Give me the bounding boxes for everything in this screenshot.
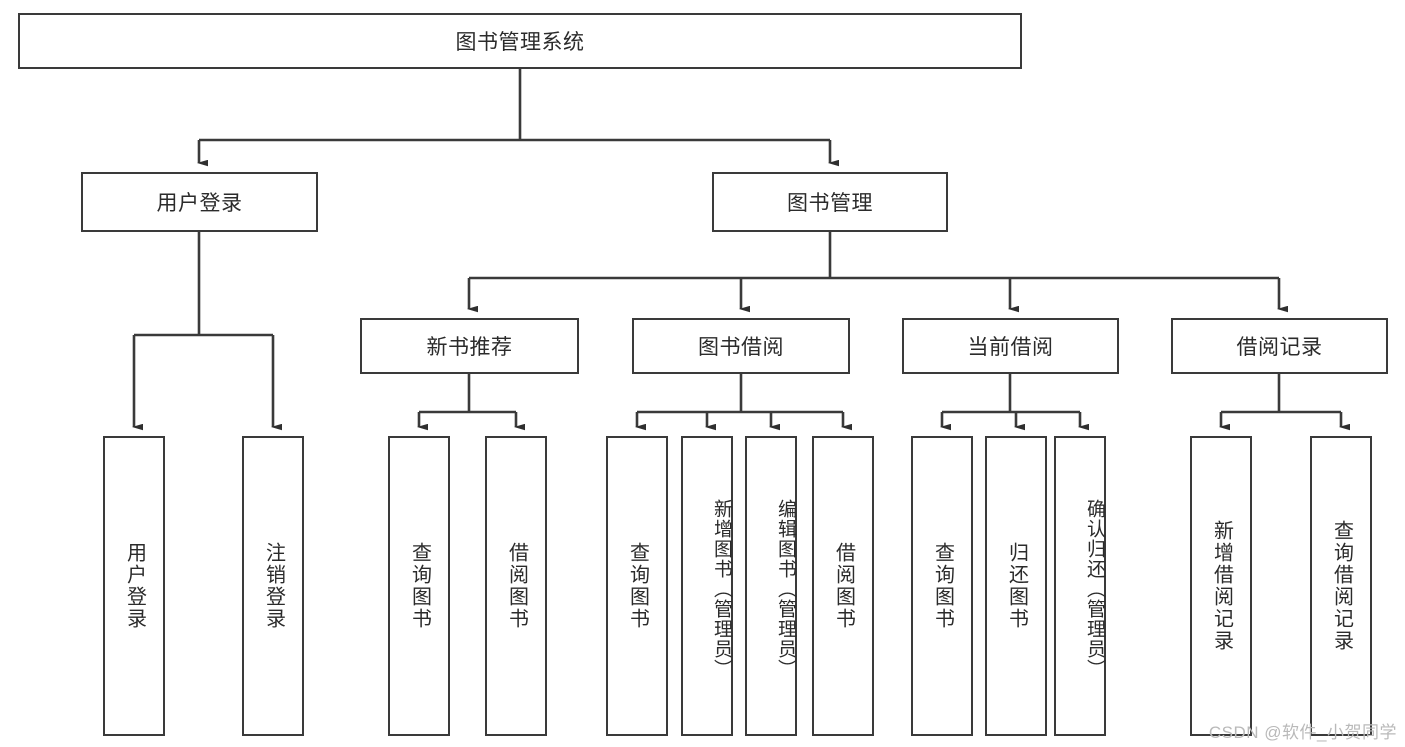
leaf-logout-label: 注销登录 [262, 542, 285, 630]
leaf-edit-book[interactable]: 编辑图书（管理员） [745, 436, 797, 736]
leaf-confirm-return-label: 确认归还（管理员） [1084, 499, 1105, 679]
leaf-add-book-label: 新增图书（管理员） [711, 499, 732, 679]
leaf-borrow-book-2-label: 借阅图书 [832, 542, 855, 630]
node-new-book-rec-label: 新书推荐 [426, 336, 513, 359]
node-current-borrow[interactable]: 当前借阅 [902, 318, 1119, 374]
leaf-add-book[interactable]: 新增图书（管理员） [681, 436, 733, 736]
leaf-query-book-2[interactable]: 查询图书 [606, 436, 668, 736]
node-book-manage[interactable]: 图书管理 [712, 172, 948, 232]
leaf-query-record-label: 查询借阅记录 [1330, 520, 1353, 652]
leaf-add-record-label: 新增借阅记录 [1210, 520, 1233, 652]
leaf-edit-book-label: 编辑图书（管理员） [775, 499, 796, 679]
node-user-login[interactable]: 用户登录 [81, 172, 318, 232]
node-book-borrow[interactable]: 图书借阅 [632, 318, 850, 374]
node-borrow-record[interactable]: 借阅记录 [1171, 318, 1388, 374]
node-borrow-record-label: 借阅记录 [1236, 336, 1323, 359]
leaf-return-book-label: 归还图书 [1005, 542, 1028, 630]
leaf-borrow-book-1-label: 借阅图书 [505, 542, 528, 630]
leaf-add-record[interactable]: 新增借阅记录 [1190, 436, 1252, 736]
watermark: CSDN @软件_小贺同学 [1208, 723, 1397, 742]
node-root-label: 图书管理系统 [455, 31, 585, 54]
node-new-book-rec[interactable]: 新书推荐 [360, 318, 579, 374]
leaf-query-book-2-label: 查询图书 [626, 542, 649, 630]
leaf-query-record[interactable]: 查询借阅记录 [1310, 436, 1372, 736]
node-user-login-label: 用户登录 [156, 192, 243, 215]
leaf-query-book-1[interactable]: 查询图书 [388, 436, 450, 736]
node-current-borrow-label: 当前借阅 [967, 336, 1054, 359]
leaf-borrow-book-1[interactable]: 借阅图书 [485, 436, 547, 736]
leaf-query-book-1-label: 查询图书 [408, 542, 431, 630]
node-book-borrow-label: 图书借阅 [698, 336, 784, 359]
leaf-confirm-return[interactable]: 确认归还（管理员） [1054, 436, 1106, 736]
leaf-query-book-3-label: 查询图书 [931, 542, 954, 630]
leaf-user-login-label: 用户登录 [123, 542, 146, 630]
leaf-borrow-book-2[interactable]: 借阅图书 [812, 436, 874, 736]
leaf-return-book[interactable]: 归还图书 [985, 436, 1047, 736]
leaf-user-login[interactable]: 用户登录 [103, 436, 165, 736]
leaf-logout[interactable]: 注销登录 [242, 436, 304, 736]
node-book-manage-label: 图书管理 [787, 192, 873, 215]
node-root[interactable]: 图书管理系统 [18, 13, 1022, 69]
leaf-query-book-3[interactable]: 查询图书 [911, 436, 973, 736]
